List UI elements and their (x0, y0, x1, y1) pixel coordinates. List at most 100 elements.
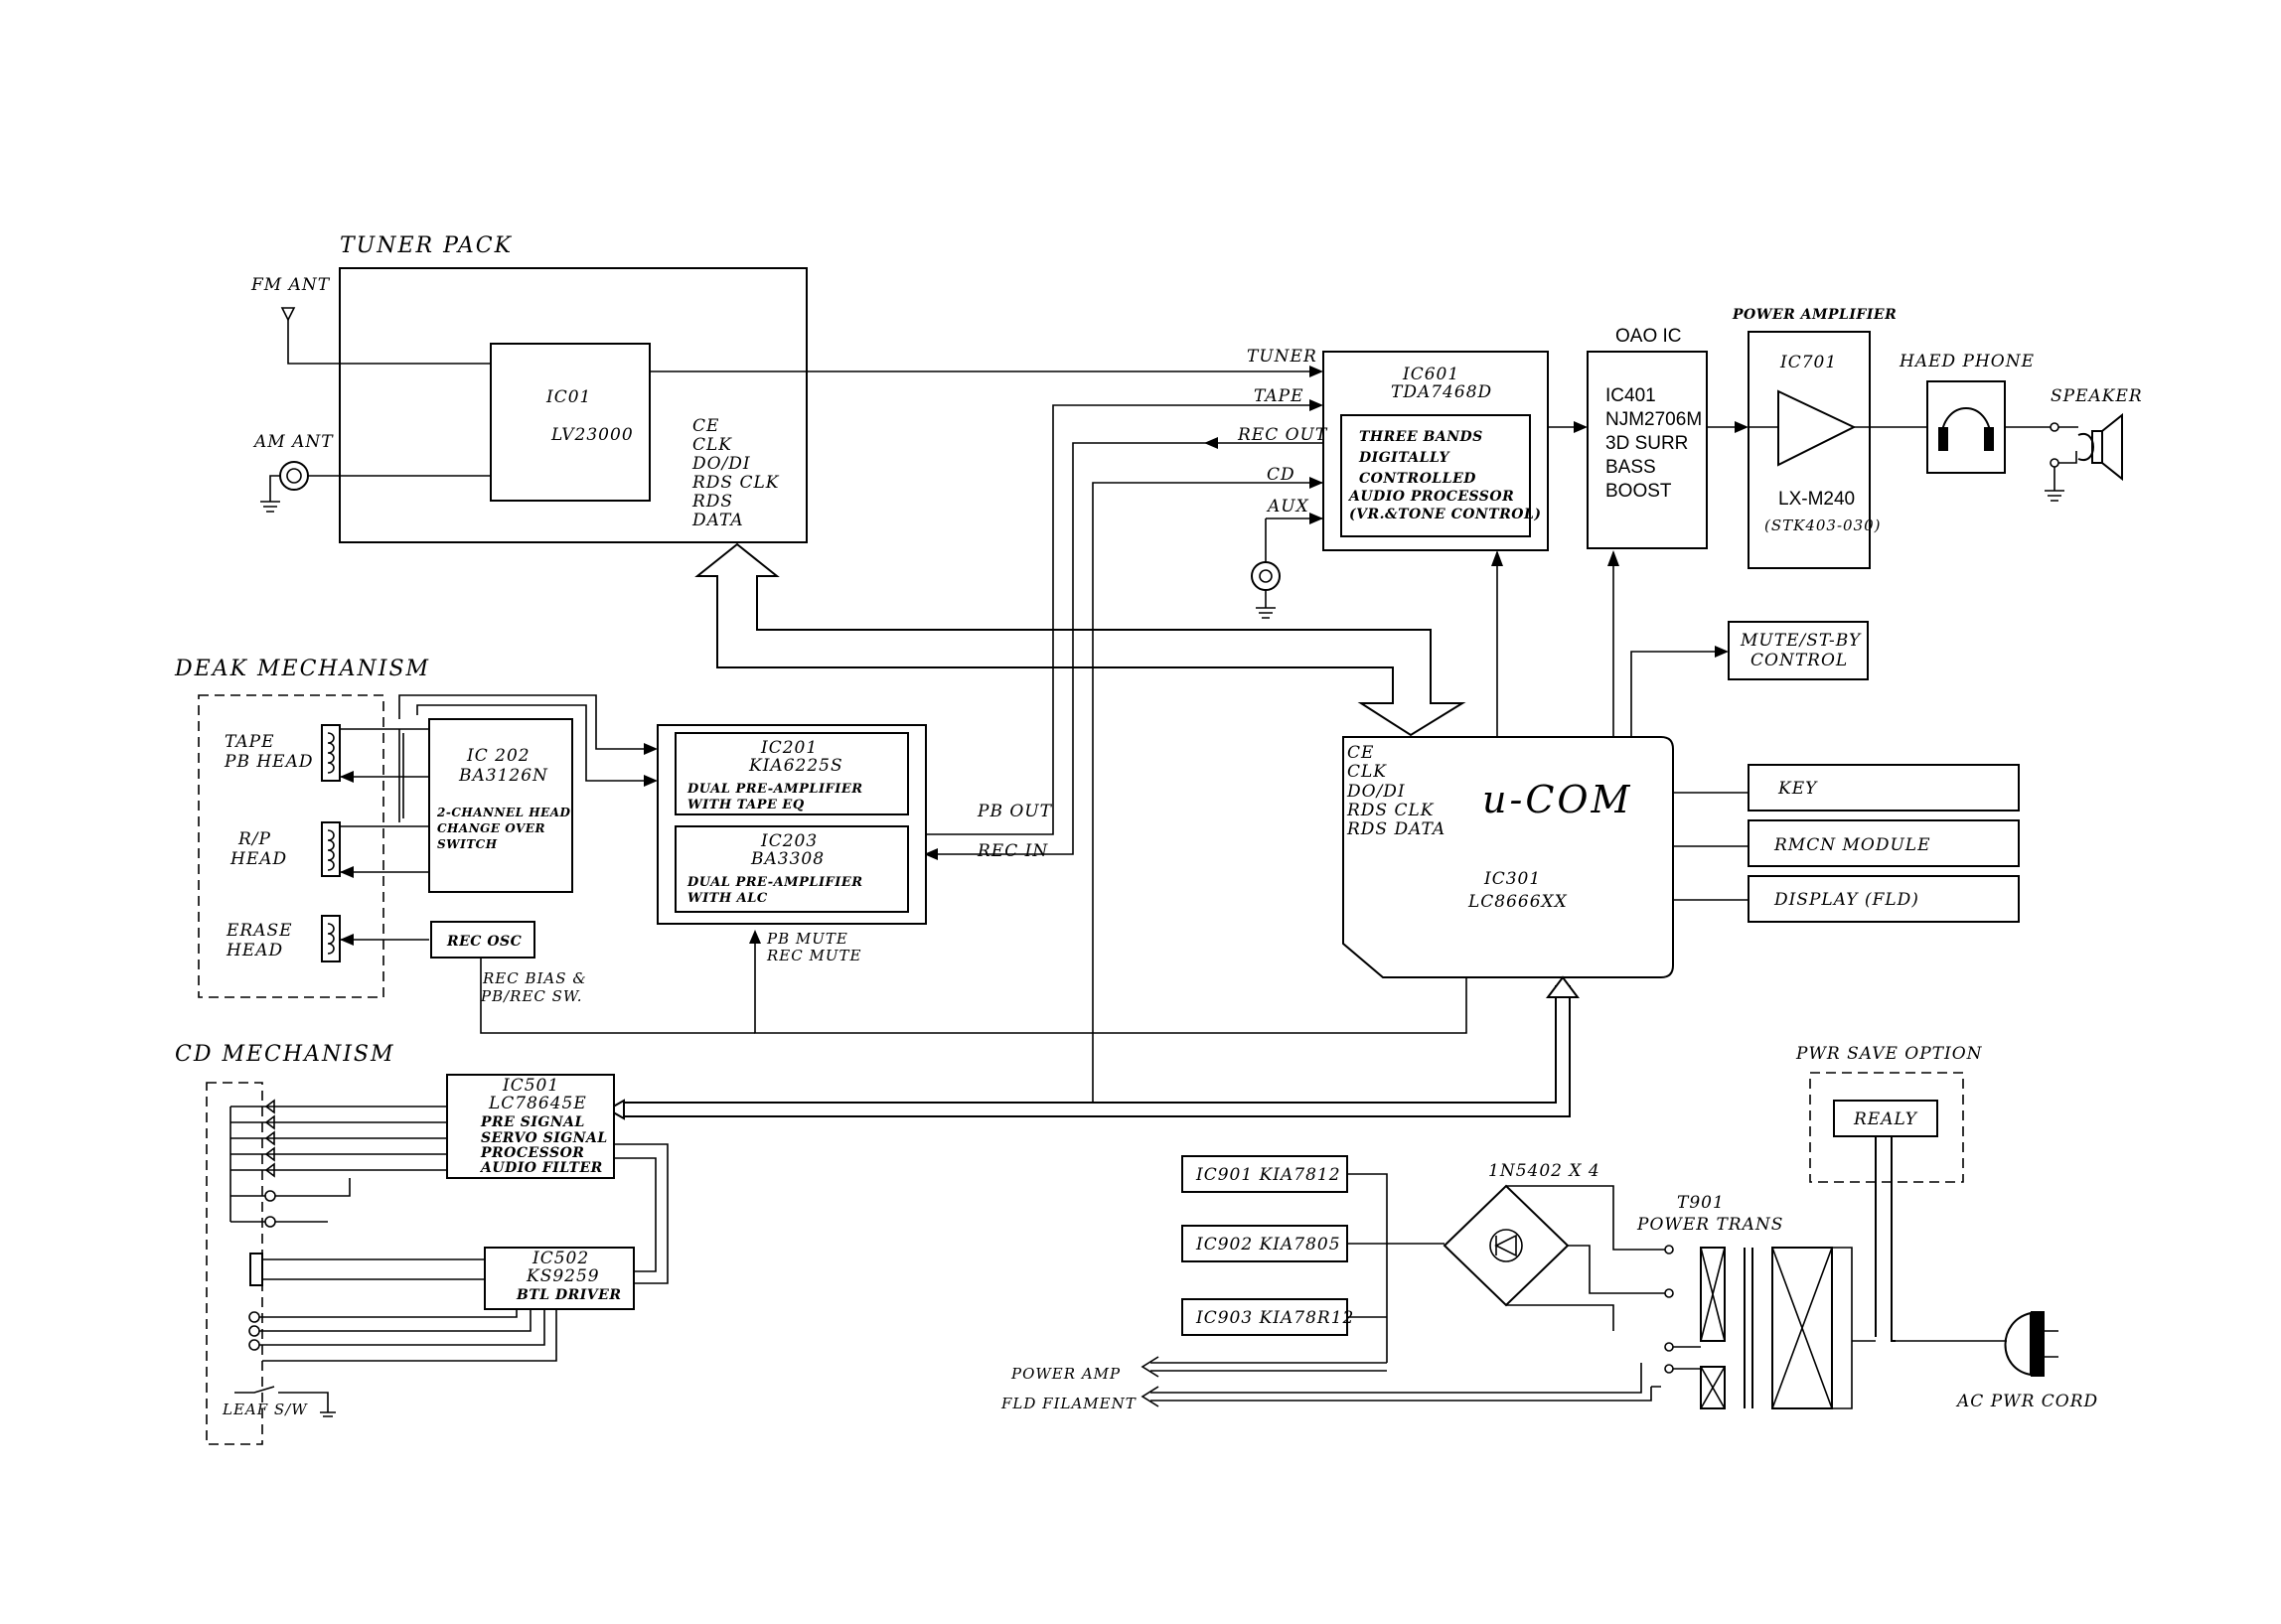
tuner-pack: TUNER PACK IC01 LV23000 CE CLK DO/DI RDS… (250, 233, 1466, 737)
ic401-box (1587, 351, 1708, 549)
ic501-desc: SERVO SIGNAL (481, 1130, 608, 1146)
fm-antenna-icon (280, 307, 491, 365)
ic201-box (675, 732, 909, 815)
peripheral-label: DISPLAY (FLD) (1773, 890, 1919, 910)
ucom-pin: RDS CLK (1346, 801, 1435, 820)
ucom-pin: RDS DATA (1346, 819, 1445, 839)
ic502-box (484, 1247, 635, 1310)
pb-mute-label: REC MUTE (766, 947, 861, 964)
ic201-name: IC201 (760, 738, 818, 758)
ic202-desc: SWITCH (437, 837, 498, 851)
ic502-part: KS9259 (526, 1266, 600, 1286)
ic401-line: BOOST (1605, 481, 1672, 502)
ic202-part: BA3126N (458, 766, 548, 786)
ic203-desc: WITH ALC (687, 891, 768, 906)
ucom-pin: CE (1347, 743, 1374, 763)
relay-box (1833, 1100, 1938, 1137)
tape-head-coil-icon (321, 724, 429, 782)
ac-cord-label: AC PWR CORD (1955, 1392, 2098, 1411)
ic502-name: IC502 (532, 1249, 589, 1268)
ic202-desc: 2-CHANNEL HEAD (436, 806, 571, 819)
power-section: IC901 KIA7812 IC902 KIA7805 IC903 KIA78R… (1000, 1044, 2098, 1412)
ucom-box (1342, 736, 1674, 978)
ucom-ic-name: IC301 (1483, 869, 1541, 889)
ic601-inner-box (1340, 414, 1531, 537)
ic01-box (490, 343, 651, 502)
cd-mechanism-title: CD MECHANISM (175, 1042, 395, 1067)
pb-mute-label: PB MUTE (766, 930, 848, 948)
amplifier-triangle-icon (1777, 389, 1857, 467)
ic601-desc: CONTROLLED (1359, 471, 1476, 487)
ic203-desc: DUAL PRE-AMPLIFIER (686, 875, 863, 890)
leaf-sw-label: LEAF S/W (222, 1401, 308, 1418)
control-bus-arrow (694, 542, 1466, 737)
tape-line (924, 404, 1321, 835)
mute-control-label: CONTROL (1750, 651, 1848, 670)
ucom-title: u-COM (1482, 778, 1632, 821)
fm-ant-label: FM ANT (250, 275, 331, 295)
power-amp-label: POWER AMP (1010, 1365, 1121, 1383)
ic203-part: BA3308 (750, 849, 825, 869)
cd-line (1092, 482, 1323, 1103)
ic601-desc: (VR.&TONE CONTROL) (1349, 507, 1541, 522)
rmcn-module-box (1748, 819, 2020, 867)
tuner-pin: DATA (691, 511, 744, 530)
mute-control-block: MUTE/ST-BY CONTROL (1630, 621, 1869, 737)
rec-osc-box (430, 921, 535, 959)
tuner-pin: RDS CLK (691, 473, 780, 493)
transformer-label: T901 (1677, 1193, 1725, 1213)
fld-filament-line (1150, 1387, 1652, 1402)
outputs: HAED PHONE SPEAKER (1899, 352, 2143, 502)
mute-control-box (1728, 621, 1869, 680)
ic501-name: IC501 (502, 1076, 559, 1096)
ucom-pin: DO/DI (1346, 782, 1406, 802)
deck-mechanism-frame (198, 694, 384, 998)
ic201-desc: WITH TAPE EQ (687, 798, 805, 812)
leaf-switch-icon (234, 1386, 336, 1417)
cd-mechanism: CD MECHANISM IC501 LC78645E PRE SIGNAL S… (175, 1042, 669, 1445)
input-label-tuner: TUNER (1247, 347, 1317, 367)
ic601-desc: THREE BANDS (1359, 429, 1483, 445)
ic701-block: POWER AMPLIFIER IC701 LX-M240 (STK403-03… (1732, 307, 1927, 569)
ic601-block: IC601 TDA7468D THREE BANDS DIGITALLY CON… (924, 347, 1588, 1103)
input-label-cd: CD (1267, 465, 1295, 485)
pickup-photodiode-icons (229, 1099, 447, 1228)
ucom-pin: CLK (1347, 762, 1387, 782)
ucom-to-ic201-line (754, 934, 1467, 1034)
rp-head-label: R/P (237, 829, 271, 849)
peripheral-label: KEY (1777, 779, 1818, 799)
mute-control-label: MUTE/ST-BY (1740, 631, 1862, 651)
headphone-label: HAED PHONE (1899, 352, 2035, 371)
input-label-tape: TAPE (1254, 386, 1304, 406)
tuner-pin: RDS (691, 492, 733, 512)
rec-out-line (924, 442, 1323, 855)
ic701-sub: (STK403-030) (1764, 517, 1882, 534)
ucom-cd-bus (620, 985, 1571, 1117)
power-amp-line (1150, 1362, 1387, 1372)
ic501-part: LC78645E (488, 1094, 587, 1113)
ic203-box (675, 825, 909, 913)
tuner-pin: CE (692, 416, 719, 436)
input-label-aux: AUX (1266, 497, 1309, 517)
pwr-save-option-label: PWR SAVE OPTION (1795, 1044, 1983, 1064)
rec-osc-label: REC OSC (446, 934, 522, 950)
pb-out-label: PB OUT (977, 802, 1053, 821)
ic502-desc: BTL DRIVER (516, 1287, 621, 1303)
ic201-desc: DUAL PRE-AMPLIFIER (686, 782, 863, 797)
oao-ic-label: OAO IC (1615, 326, 1682, 347)
ucom-block: CE CLK DO/DI RDS CLK RDS DATA u-COM IC30… (475, 736, 2020, 1120)
ic01-part: LV23000 (550, 425, 634, 445)
output-label-rec-out: REC OUT (1237, 425, 1328, 445)
regulator-label: IC903 KIA78R12 (1195, 1308, 1354, 1328)
ic01-name: IC01 (545, 387, 591, 407)
ucom-to-recosc-line (480, 936, 755, 1034)
ic203-name: IC203 (760, 831, 818, 851)
tape-head-label: TAPE (225, 732, 275, 752)
speaker-label: SPEAKER (2051, 386, 2143, 406)
relay-label: REALY (1853, 1109, 1918, 1129)
ic202-desc: CHANGE OVER (437, 821, 545, 835)
transformer-label: POWER TRANS (1636, 1215, 1783, 1235)
erase-head-label: ERASE (226, 921, 293, 941)
ic601-part: TDA7468D (1391, 382, 1492, 402)
